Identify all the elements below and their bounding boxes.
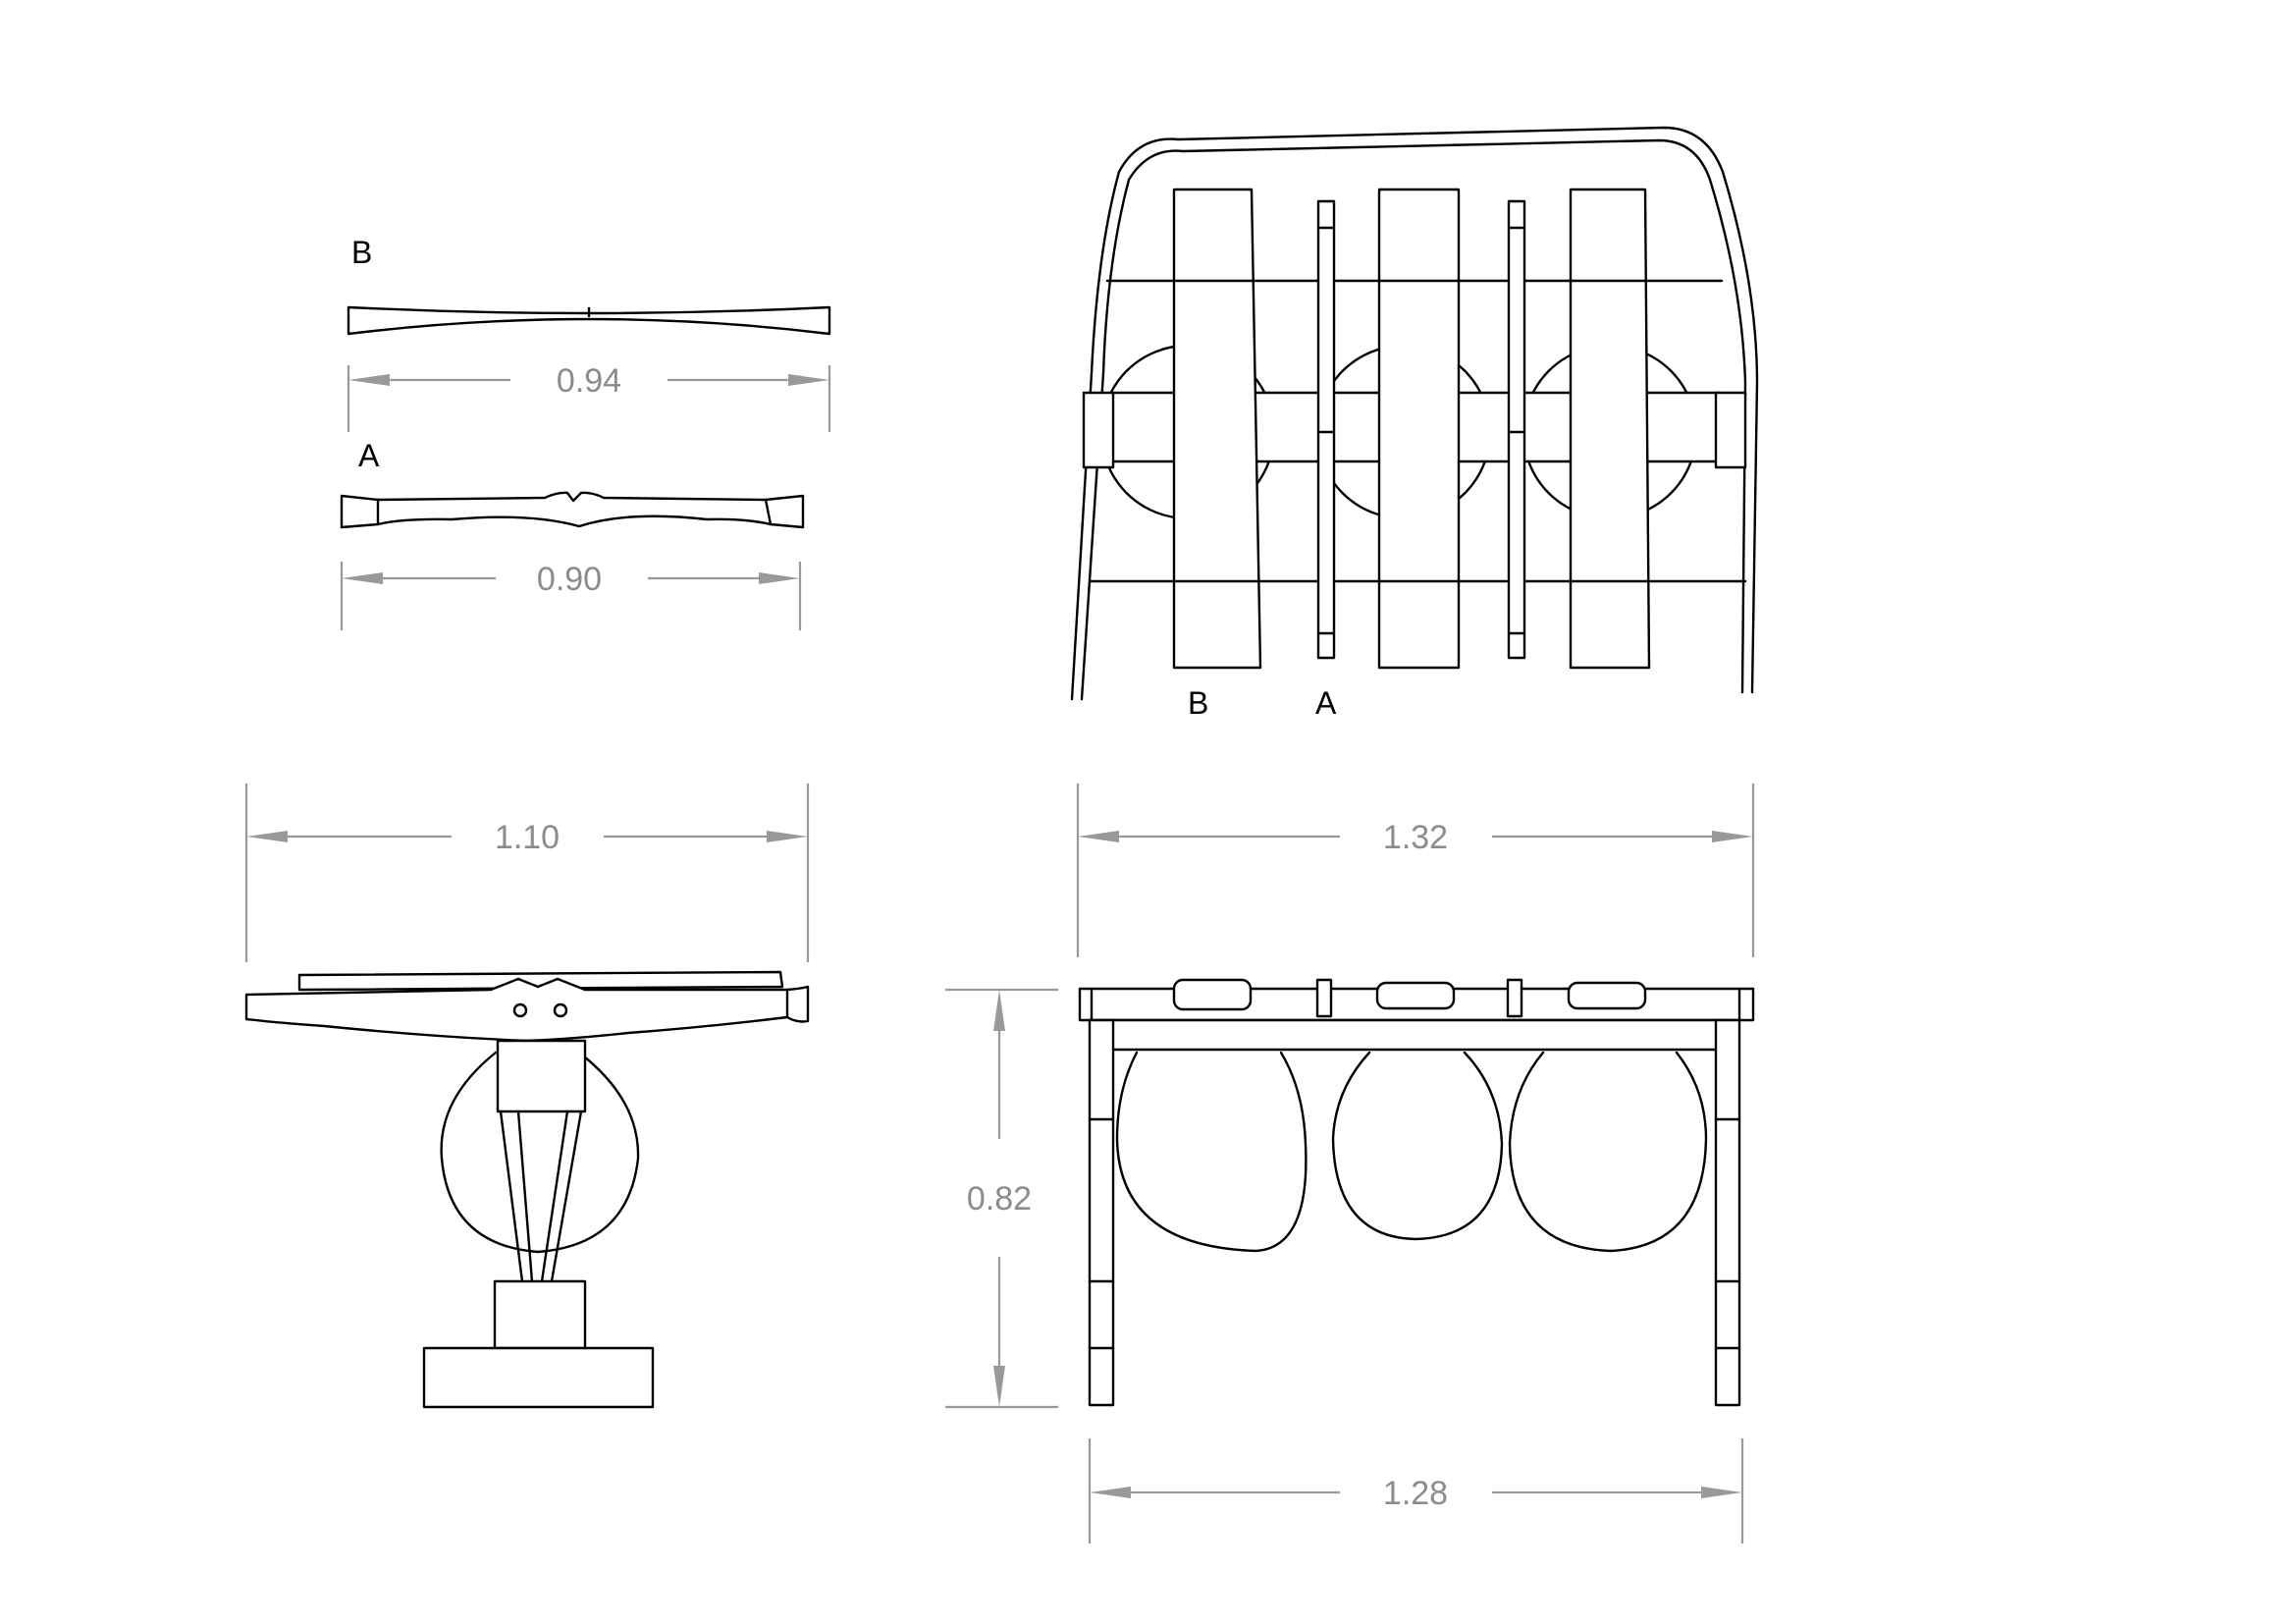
dimension-value-a: 0.90 <box>537 561 602 598</box>
front-view-handle-center <box>1375 981 1456 1010</box>
top-view-axle-end-right <box>1714 391 1747 469</box>
top-view-board-b-1 <box>1172 188 1262 670</box>
dimension-front-view-height: 0.82 <box>945 988 1058 1409</box>
side-view-hanger <box>496 1039 587 1113</box>
dimension-value-base-width: 1.28 <box>1383 1475 1448 1512</box>
top-view-board-b-2 <box>1377 188 1461 670</box>
part-b-label: B <box>351 235 372 270</box>
top-view-slat-a-1 <box>1316 199 1336 660</box>
front-view-wheel-left <box>1115 1051 1308 1253</box>
part-b-detail: B <box>347 235 831 336</box>
top-view-slat-a-2 <box>1507 199 1526 660</box>
dimension-side-view-width: 1.10 <box>244 784 810 962</box>
front-view-handle-right <box>1567 981 1647 1010</box>
front-view-post-left <box>1315 978 1333 1018</box>
top-view-axle-end-left <box>1082 391 1115 469</box>
top-view-label-a: A <box>1315 685 1337 721</box>
front-view-leg-left <box>1088 1018 1115 1407</box>
top-view: B A <box>1070 126 1759 721</box>
side-view <box>244 970 810 1409</box>
dimension-top-view-width: 1.32 <box>1076 784 1755 957</box>
front-view-post-right <box>1506 978 1523 1018</box>
front-view <box>1078 978 1755 1407</box>
top-view-board-b-3 <box>1569 188 1651 670</box>
side-view-bolt-right <box>553 1002 568 1018</box>
top-view-hoop-inner <box>1080 138 1747 701</box>
top-view-label-b: B <box>1188 685 1208 721</box>
dimension-part-b-length: 0.94 <box>347 362 831 432</box>
side-view-top-slat <box>297 970 784 992</box>
front-view-leg-right <box>1714 1018 1741 1407</box>
dimension-front-view-base-width: 1.28 <box>1088 1438 1744 1543</box>
front-view-wheel-center <box>1331 1051 1504 1241</box>
part-a-label: A <box>358 438 380 473</box>
dimension-part-a-length: 0.90 <box>340 561 802 630</box>
side-view-base-block <box>493 1279 587 1350</box>
dimension-value-front-height: 0.82 <box>967 1180 1032 1218</box>
side-view-bolt-left <box>512 1002 528 1018</box>
front-view-wheel-right <box>1508 1051 1708 1253</box>
dimension-value-b: 0.94 <box>557 362 621 400</box>
part-a-detail: A <box>340 438 805 529</box>
dimension-value-side-width: 1.10 <box>495 819 560 856</box>
dimension-value-top-width: 1.32 <box>1383 819 1448 856</box>
front-view-handle-left <box>1172 978 1253 1011</box>
side-view-base-plate <box>422 1346 655 1409</box>
part-b-profile <box>347 305 831 336</box>
side-view-wheel <box>440 1051 640 1254</box>
part-a-profile <box>340 491 805 529</box>
front-view-rail <box>1097 1018 1730 1052</box>
top-view-hoop-outer <box>1070 126 1759 701</box>
